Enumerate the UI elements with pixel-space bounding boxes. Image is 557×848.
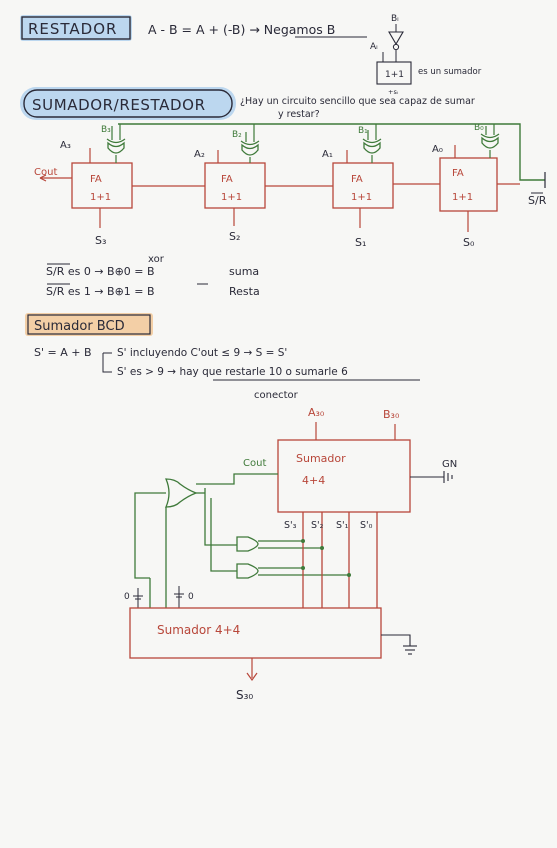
cout-arrow (39, 174, 47, 182)
xor-note: xor (148, 254, 165, 265)
bcd-top-adder-label-1: Sumador (296, 452, 346, 465)
s3-label: S₃ (95, 234, 106, 247)
bcd-out-label: S₃₀ (236, 688, 253, 702)
rule-1-right: suma (229, 265, 259, 278)
sumres-question-1: ¿Hay un circuito sencillo que sea capaz … (240, 96, 475, 107)
bcd-s0-label: S'₀ (360, 520, 373, 531)
xor-gate-1-arc (362, 138, 382, 144)
bcd-top-adder-label-2: 4+4 (302, 474, 325, 487)
bcd-case-2: S' es > 9 → hay que restarle 10 o sumarl… (117, 366, 348, 378)
fa-label-0: FA (452, 168, 464, 179)
fa-sub-2: 1+1 (221, 192, 242, 203)
bcd-junction-2 (320, 546, 324, 550)
s1-label: S₁ (355, 236, 366, 249)
sumres-title: SUMADOR/RESTADOR (32, 96, 206, 114)
xor-gate-2 (241, 143, 259, 156)
bcd-cout-wire (196, 473, 278, 485)
restador-highlight (20, 15, 132, 41)
xor-gate-1 (363, 141, 381, 154)
bcd-case-bracket (102, 352, 112, 373)
sumres-question-2: y restar? (278, 109, 320, 120)
restador-title-box (21, 16, 131, 40)
bcd-title: Sumador BCD (34, 319, 125, 334)
xor-gate-0 (481, 136, 499, 149)
xor-gate-0-arc (480, 133, 500, 139)
bcd-a-in: A₃₀ (308, 406, 325, 419)
bcd-zero-1: 0 (124, 592, 130, 602)
xor-gate-3 (107, 141, 125, 154)
fa-label-2: FA (221, 174, 233, 185)
sumres-highlight (20, 87, 236, 120)
sr-control-label: S/R (528, 194, 547, 207)
bcd-eq: S' = A + B (34, 346, 92, 359)
fa-cell-1: FA 1+1 (332, 124, 394, 228)
b2-label: B₂ (232, 130, 242, 140)
sr-control-bus (118, 123, 545, 181)
bcd-junction-3 (301, 566, 305, 570)
rule-2-right: Resta (229, 285, 260, 298)
bcd-s3-label: S'₃ (284, 520, 297, 531)
bcd-out-arrow (246, 672, 258, 682)
fa-label-1: FA (351, 174, 363, 185)
bcd-and-1-link (204, 488, 237, 546)
bcd-junction-1 (301, 539, 305, 543)
bcd-highlight (25, 313, 153, 336)
bcd-gnd-label: GN (442, 459, 457, 470)
xor-gate-2-arc (240, 140, 260, 146)
restador-bi-label: Bᵢ (391, 14, 399, 24)
bcd-and-gate-2 (236, 563, 259, 579)
s0-label: S₀ (463, 236, 475, 249)
bcd-s2-label: S'₂ (311, 520, 324, 531)
restador-title: RESTADOR (28, 20, 117, 38)
bcd-bottom-cin-wire (381, 634, 411, 646)
bcd-or-gate (165, 478, 198, 508)
sumres-cout-label: Cout (34, 167, 57, 178)
s2-label: S₂ (229, 230, 240, 243)
a2-label: A₂ (194, 149, 205, 160)
a3-label: A₃ (60, 140, 71, 151)
bcd-bottom-adder-label: Sumador 4+4 (157, 623, 240, 637)
a1-label: A₁ (322, 149, 333, 160)
restador-ai-label: Aᵢ (370, 42, 378, 52)
bcd-b-in: B₃₀ (383, 408, 400, 421)
fa-box-0 (439, 157, 498, 212)
bcd-zero-2: 0 (188, 592, 194, 602)
bcd-bottom-adder (129, 607, 382, 659)
xor-gate-3-arc (106, 138, 126, 144)
fa-label-3: FA (90, 174, 102, 185)
restador-si-label: +sᵢ (388, 88, 398, 96)
restador-adder-note: es un sumador (418, 67, 482, 77)
rule-2-left: S/R es 1 → B⊕1 = B (46, 285, 155, 298)
fa-cell-0: FA 1+1 (439, 124, 500, 232)
a0-label: A₀ (432, 144, 443, 155)
bcd-case-1: S' incluyendo C'out ≤ 9 → S = S' (117, 347, 287, 359)
bcd-top-adder (277, 439, 411, 513)
b1-label: B₁ (358, 126, 368, 136)
restador-not-gate (388, 31, 404, 46)
bcd-junction-4 (347, 573, 351, 577)
fa-sub-1: 1+1 (351, 192, 372, 203)
sumres-title-box (23, 89, 233, 118)
bcd-title-box (27, 314, 151, 335)
restador-formula: A - B = A + (-B) → Negamos B (148, 22, 335, 37)
restador-adder-box (376, 61, 412, 85)
fa-sub-3: 1+1 (90, 192, 111, 203)
bcd-s1-label: S'₁ (336, 520, 349, 531)
b0-label: B₀ (474, 123, 484, 133)
fa-cell-3: FA 1+1 (71, 124, 133, 228)
bcd-and-2-link (210, 498, 237, 572)
fa-sub-0: 1+1 (452, 192, 473, 203)
restador-not-bubble (392, 43, 400, 51)
b3-label: B₃ (101, 125, 111, 135)
bcd-conector: conector (254, 390, 299, 401)
bcd-and-gate-1 (236, 536, 259, 552)
bcd-or-out-wire (134, 492, 166, 579)
restador-adder-label: 1+1 (385, 70, 404, 80)
bcd-cout-label: Cout (243, 458, 266, 469)
rule-1-left: S/R es 0 → B⊕0 = B (46, 265, 155, 278)
